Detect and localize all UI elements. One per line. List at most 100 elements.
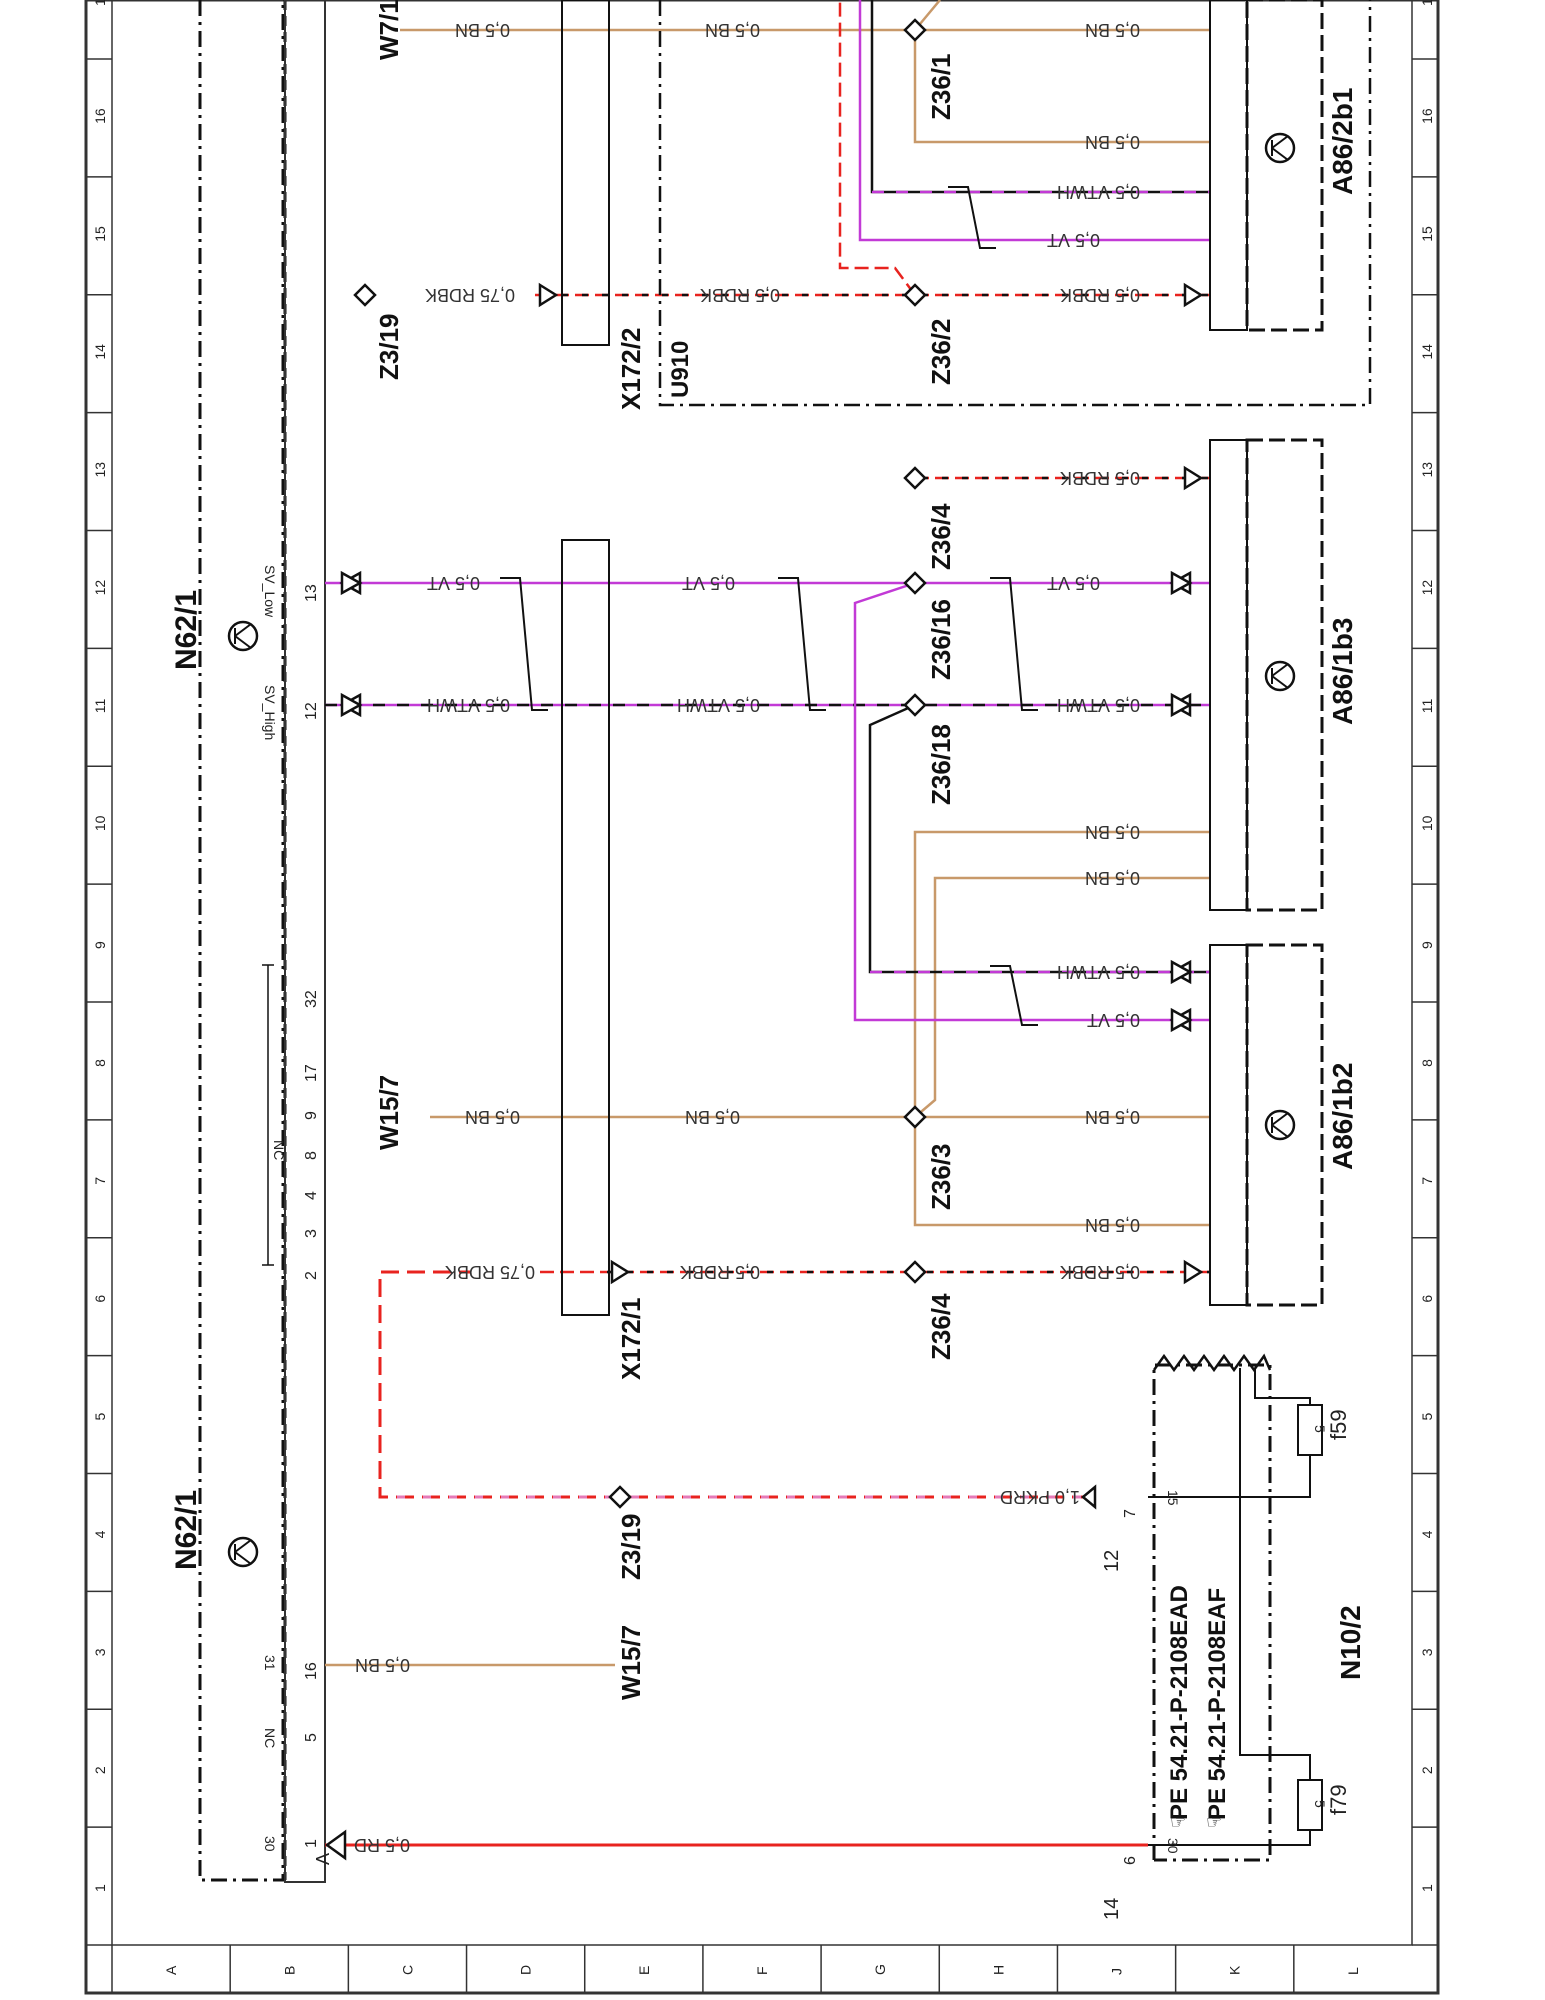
n62-lower-label: N62/1 [170, 1490, 203, 1570]
fuse-slot: 12 [1101, 1550, 1123, 1572]
ruler-row-label: B [281, 1966, 297, 1975]
z36-16-label: Z36/16 [926, 599, 956, 680]
ruler-column-label: 12 [92, 580, 108, 596]
ruler-row-label: K [1227, 1965, 1243, 1975]
ruler-column-label: 6 [1419, 1295, 1435, 1303]
w15-7-label: W15/7 [374, 1075, 404, 1150]
fuse-rating: 5 [1312, 1425, 1328, 1433]
ruler-column-label: 15 [1419, 226, 1435, 242]
ruler-row-label: H [990, 1965, 1006, 1975]
transistor-icon [1264, 132, 1296, 164]
splice-z36-16 [903, 571, 927, 595]
splice-z3-19 [353, 283, 377, 307]
pin-number: 17 [303, 1064, 320, 1082]
ruler-row-label: G [872, 1964, 888, 1975]
wire-label: 0,5 VTWH [1057, 962, 1140, 982]
wire-label: 0,5 BN [455, 20, 510, 40]
pin-number: 16 [303, 1662, 320, 1680]
marker-a: A [313, 1853, 333, 1865]
ruler-column-label: 15 [92, 226, 108, 242]
wire-label: 0,5 VT [1047, 573, 1100, 593]
ruler-column-label: 1 [92, 1884, 108, 1892]
pin-number: 32 [303, 990, 320, 1008]
splice-z36-3 [903, 1105, 927, 1129]
group-u910: U910 [658, 0, 1372, 407]
ruler-column-label: 1 [92, 0, 108, 6]
reference-note: PE 54.21-P-2108EAF [1204, 1588, 1231, 1820]
wire-label: 0,5 BN [1085, 868, 1140, 888]
wires-group [325, 0, 1210, 1847]
splice-z36-18 [903, 693, 927, 717]
u910-label: U910 [667, 341, 694, 398]
arrow-markers [324, 282, 1204, 1861]
z36-1-label: Z36/1 [926, 54, 956, 121]
pin-number: 1 [303, 1839, 320, 1848]
wire-label: 0,5 RDBK [680, 1262, 760, 1282]
ruler-column-label: 4 [92, 1530, 108, 1538]
connector-x172-1: X172/1 [561, 539, 646, 1380]
ruler-column-label: 11 [1419, 699, 1435, 714]
twisted-pair-markers [500, 186, 1038, 1026]
ruler-column-label: 13 [92, 462, 108, 478]
pin-name: SV_High [262, 685, 278, 740]
wire-label: 0,5 BN [685, 1107, 740, 1127]
wire-label: 0,5 VT [682, 573, 735, 593]
wire-label: 0,75 RDBK [445, 1262, 535, 1282]
splice-z36-1 [903, 18, 927, 42]
pin-name: 30 [262, 1836, 278, 1852]
pin-number: 3 [303, 1229, 320, 1238]
wire-label: 0,5 VT [1087, 1010, 1140, 1030]
ruler-column-label: 6 [92, 1295, 108, 1303]
wire-label: 0,5 BN [465, 1107, 520, 1127]
pin-name: 31 [262, 1655, 278, 1671]
x172-2-label: X172/2 [616, 328, 646, 410]
wire-label: 0,75 RDBK [425, 285, 515, 305]
pin-number: 8 [303, 1151, 320, 1160]
connector-x172-2: X172/2 [561, 0, 646, 410]
fuse-f79-label: f79 [1326, 1784, 1351, 1815]
ruler-column-label: 11 [92, 699, 108, 714]
wire-label: 0,5 BN [1085, 1215, 1140, 1235]
ruler-column-label: 10 [1419, 815, 1435, 831]
z36-3-label: Z36/3 [926, 1144, 956, 1211]
ruler-column-label: 14 [1419, 344, 1435, 360]
splice-z36-2 [903, 283, 927, 307]
fuse-rating: 5 [1312, 1800, 1328, 1808]
pin-number: 12 [303, 702, 320, 720]
wire-label: 0,5 BN [705, 20, 760, 40]
a86-2b1-label: A86/2b1 [1327, 88, 1358, 195]
ruler-column-label: 14 [92, 344, 108, 360]
x172-1-label: X172/1 [616, 1298, 646, 1380]
wire-label: 0,5 BN [1085, 20, 1140, 40]
wire-label: 0,5 RDBK [700, 285, 780, 305]
pin-number: 5 [303, 1733, 320, 1742]
pin-name: 15 [1165, 1490, 1181, 1506]
ruler-column-label: 10 [92, 815, 108, 831]
pin-number: 4 [303, 1191, 320, 1200]
svg-text:☞: ☞ [1170, 1812, 1186, 1833]
pin-number: 7 [1122, 1509, 1139, 1518]
z3-19-label: Z3/19 [374, 314, 404, 381]
transistor-icon [227, 1536, 259, 1568]
pin-number: 2 [303, 1271, 320, 1280]
ruler-column-label: 3 [92, 1648, 108, 1656]
ruler-row-label: L [1345, 1967, 1361, 1975]
w15-7-label: W15/7 [616, 1625, 646, 1700]
transistor-icon [227, 620, 259, 652]
wire-label: 0,5 VTWH [427, 695, 510, 715]
module-a86-1b3: A86/1b3 [1209, 438, 1358, 912]
wire-label: 0,5 VTWH [677, 695, 760, 715]
module-n10-2: N10/2 PE 54.21-P-2108EAD PE 54.21-P-2108… [1101, 1353, 1366, 1920]
z36-18-label: Z36/18 [926, 724, 956, 805]
pin-name: 30 [1165, 1838, 1181, 1854]
transistor-icon [1264, 1109, 1296, 1141]
n10-2-label: N10/2 [1335, 1605, 1366, 1680]
z36-2-label: Z36/2 [926, 319, 956, 386]
wire-label: 0,5 VT [427, 573, 480, 593]
z3-19-label: Z3/19 [616, 1514, 646, 1581]
ruler-column-label: 5 [1419, 1413, 1435, 1421]
ruler-column-label: 9 [92, 941, 108, 949]
